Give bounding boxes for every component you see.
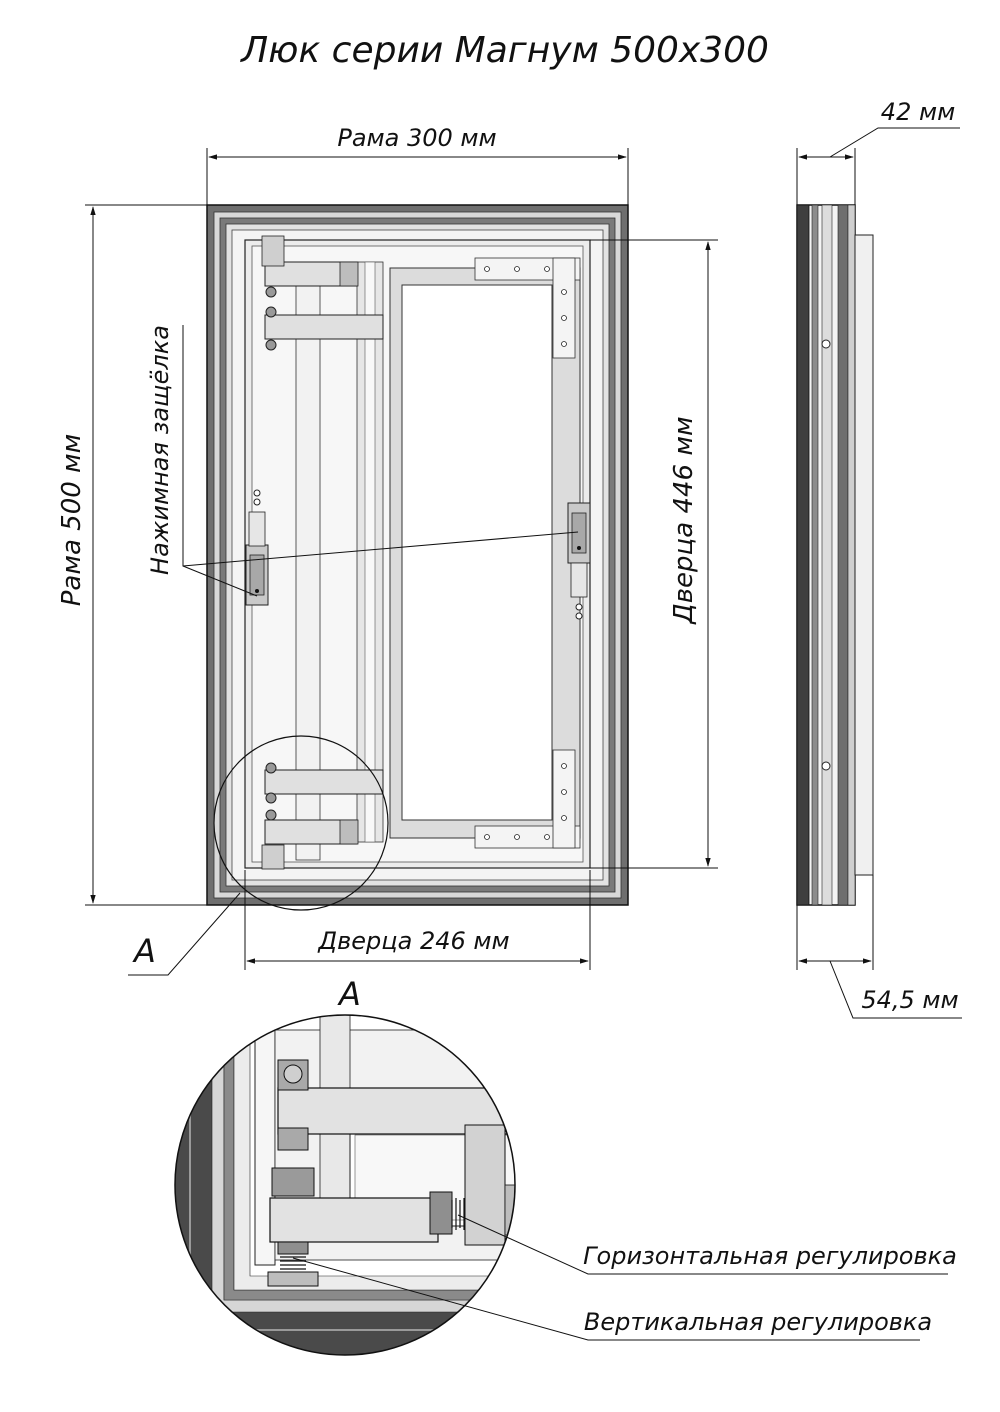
callout-latch: Нажимная защёлка — [146, 325, 579, 597]
label-section-marker: А — [132, 932, 156, 970]
label-horizontal-adjust: Горизонтальная регулировка — [583, 1242, 957, 1270]
label-depth-bottom: 54,5 мм — [861, 986, 958, 1014]
detail-view-a — [174, 1014, 516, 1356]
dim-door-width: Дверца 246 мм — [244, 870, 591, 970]
latch-right — [567, 502, 591, 620]
label-latch: Нажимная защёлка — [146, 325, 174, 575]
dim-frame-width: Рама 300 мм — [206, 124, 629, 205]
side-view — [796, 204, 874, 906]
callout-vertical-adjust: Вертикальная регулировка — [292, 1257, 932, 1341]
horizontal-adjust-screw — [429, 1191, 453, 1235]
label-vertical-adjust: Вертикальная регулировка — [584, 1308, 932, 1336]
label-door-height: Дверца 446 мм — [669, 416, 699, 624]
label-frame-height: Рама 500 мм — [57, 434, 87, 607]
detail-a-circle — [213, 735, 389, 911]
dim-depth-bottom: 54,5 мм — [796, 875, 962, 1019]
label-door-width: Дверца 246 мм — [317, 927, 509, 955]
label-frame-width: Рама 300 мм — [337, 124, 496, 152]
front-view — [206, 204, 629, 911]
detail-title: А — [337, 975, 361, 1013]
label-depth-top: 42 мм — [881, 98, 955, 126]
dim-depth-top: 42 мм — [796, 98, 960, 205]
dim-frame-height: Рама 500 мм — [57, 204, 207, 906]
dim-door-height: Дверца 446 мм — [590, 239, 718, 869]
callout-horizontal-adjust: Горизонтальная регулировка — [457, 1214, 957, 1275]
vertical-adjust-screw — [277, 1241, 309, 1255]
drawing-title: Люк серии Магнум 500х300 — [239, 30, 769, 71]
callout-section-a: А — [128, 892, 241, 976]
